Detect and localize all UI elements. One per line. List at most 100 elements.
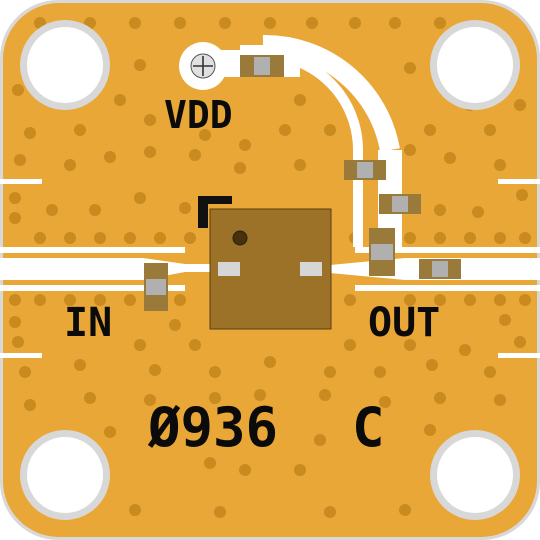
ground-via (374, 366, 386, 378)
ground-via (499, 314, 511, 326)
vdd-pad (179, 42, 227, 90)
ground-via (424, 124, 436, 136)
ground-via (294, 94, 306, 106)
ground-via (174, 294, 186, 306)
ground-via (424, 424, 436, 436)
ground-via (34, 294, 46, 306)
ground-via (434, 204, 446, 216)
ground-via (344, 294, 356, 306)
ground-via (294, 464, 306, 476)
ground-via (74, 124, 86, 136)
ground-via (434, 17, 446, 29)
ground-via (514, 336, 526, 348)
ground-vias (9, 17, 531, 518)
ground-via (9, 316, 21, 328)
ground-via (174, 17, 186, 29)
smd-capacitor-output (419, 259, 461, 279)
ground-via (104, 151, 116, 163)
ground-via (189, 149, 201, 161)
ground-via (519, 294, 531, 306)
ground-via (472, 206, 484, 218)
ground-via (494, 294, 506, 306)
ground-via (204, 457, 216, 469)
ground-via (516, 189, 528, 201)
ground-via (426, 359, 438, 371)
ground-via (114, 94, 126, 106)
ground-via (64, 159, 76, 171)
ground-via (46, 204, 58, 216)
ground-via (464, 232, 476, 244)
revision-label: C (352, 396, 385, 459)
vdd-label: VDD (164, 93, 233, 137)
ground-via (209, 366, 221, 378)
ground-via (314, 434, 326, 446)
ground-via (199, 129, 211, 141)
ground-via (64, 232, 76, 244)
ground-via (134, 192, 146, 204)
ground-via (24, 399, 36, 411)
smd-capacitor-c3 (379, 194, 421, 214)
ground-via (144, 146, 156, 158)
smd-capacitor-c4 (369, 228, 395, 276)
ground-via (294, 159, 306, 171)
ground-via (12, 336, 24, 348)
ground-via (34, 232, 46, 244)
mounting-holes (20, 20, 520, 520)
ground-via (404, 232, 416, 244)
ground-via (404, 294, 416, 306)
ground-via (306, 17, 318, 29)
ground-via (279, 124, 291, 136)
ground-via (169, 319, 181, 331)
ground-via (434, 392, 446, 404)
ground-via (519, 232, 531, 244)
ground-via (494, 394, 506, 406)
ground-via (184, 232, 196, 244)
ground-via (264, 356, 276, 368)
ground-via (494, 159, 506, 171)
ground-via (494, 232, 506, 244)
ground-via (254, 389, 266, 401)
ground-via (179, 202, 191, 214)
ground-via (14, 154, 26, 166)
ground-via (514, 99, 526, 111)
ground-via (129, 17, 141, 29)
ground-via (434, 232, 446, 244)
output-label: OUT (368, 300, 440, 346)
ground-via (9, 294, 21, 306)
ground-via (24, 127, 36, 139)
ground-via (324, 124, 336, 136)
smd-capacitor-input (144, 263, 168, 311)
ground-via (144, 394, 156, 406)
ground-via (84, 392, 96, 404)
input-label: IN (64, 300, 112, 346)
smd-capacitor-vdd (240, 55, 284, 77)
ground-via (154, 232, 166, 244)
pin1-dot (232, 230, 248, 246)
ground-via (19, 366, 31, 378)
ground-via (209, 392, 221, 404)
ground-via (9, 212, 21, 224)
ground-via (319, 389, 331, 401)
ground-via (94, 232, 106, 244)
ground-via (324, 506, 336, 518)
ground-via (444, 152, 456, 164)
ground-via (379, 396, 391, 408)
pin1-marker (198, 196, 232, 228)
ground-via (239, 464, 251, 476)
ground-via (134, 59, 146, 71)
ground-via (324, 366, 336, 378)
ic-package (198, 196, 332, 330)
ground-via (94, 294, 106, 306)
ground-via (459, 344, 471, 356)
ground-via (404, 62, 416, 74)
ground-via (399, 504, 411, 516)
ground-via (464, 294, 476, 306)
ground-via (9, 192, 21, 204)
ground-via (189, 339, 201, 351)
ground-via (219, 17, 231, 29)
ground-via (349, 17, 361, 29)
part-number-label: Ø936 (147, 396, 278, 459)
ground-via (239, 139, 251, 151)
ground-via (404, 144, 416, 156)
